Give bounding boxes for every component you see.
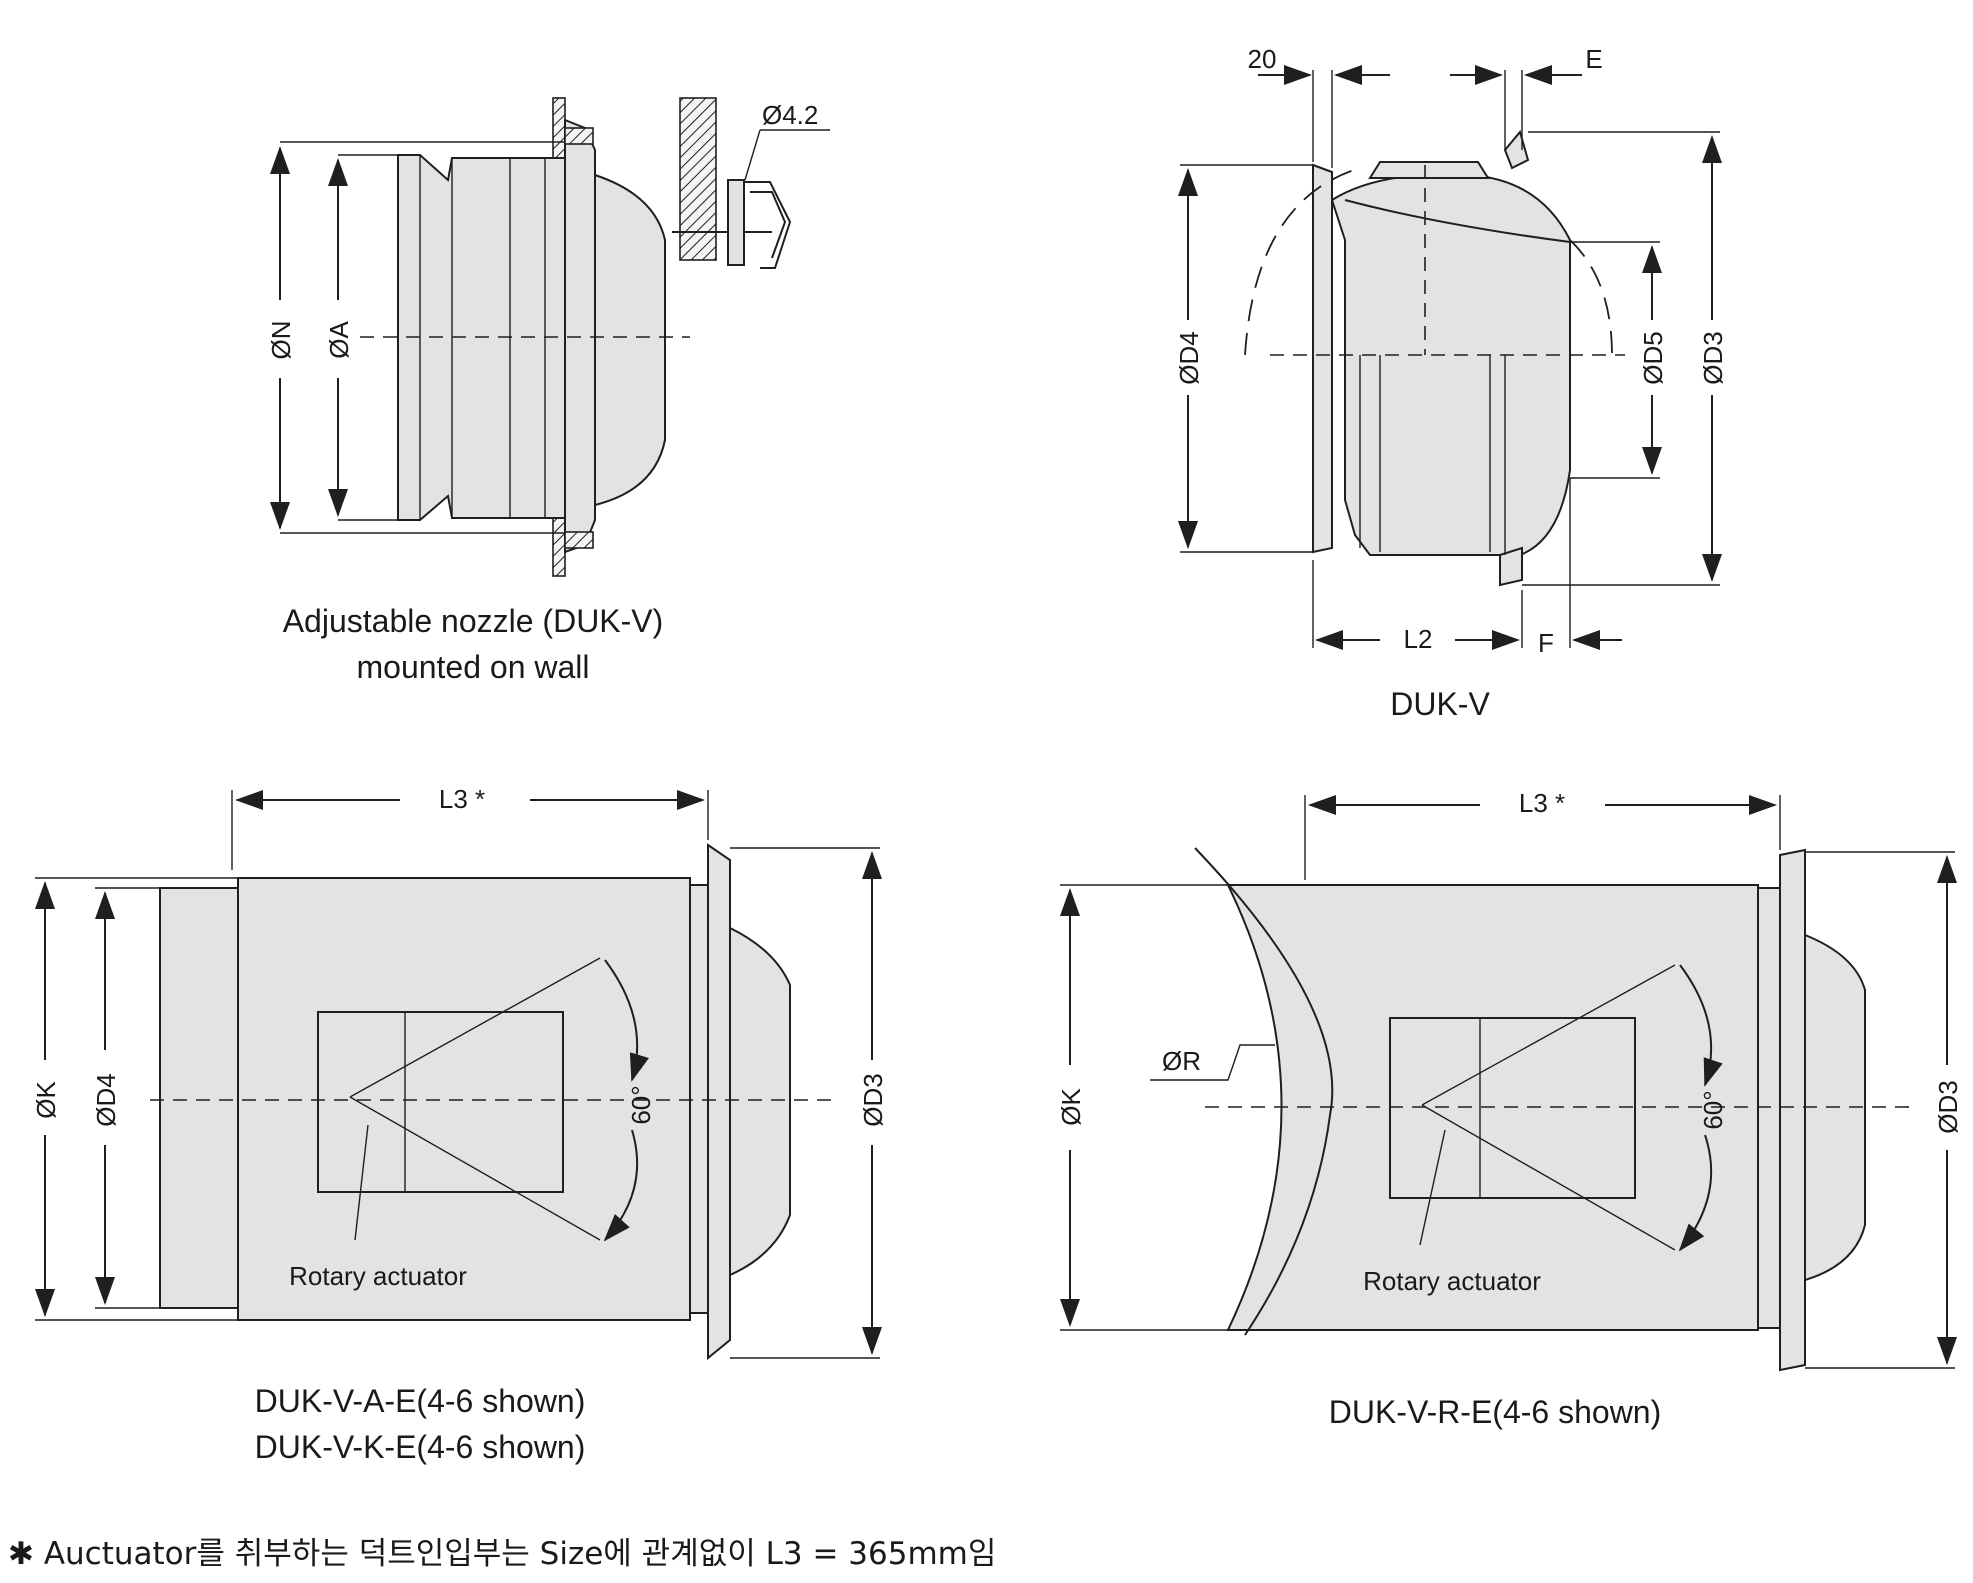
re-dim-D3: ØD3 (1933, 1080, 1963, 1133)
bolt-detail-wall (679, 97, 717, 261)
dukv-body (1330, 173, 1571, 556)
re-dim-K: ØK (1056, 1088, 1086, 1126)
dim-bolt: Ø4.2 (762, 100, 818, 130)
dim-F: F (1538, 628, 1554, 658)
dim-D5: ØD5 (1638, 331, 1668, 384)
dim-L2: L2 (1404, 624, 1433, 654)
caption-dukv: DUK-V (1390, 686, 1490, 722)
ae-actuator-label: Rotary actuator (289, 1261, 467, 1291)
dim-A: ØA (324, 321, 354, 359)
caption-ae-line2: DUK-V-K-E(4-6 shown) (255, 1429, 586, 1465)
nozzle-flange (564, 118, 596, 554)
re-flange (1779, 848, 1806, 1372)
footnote: ✱ Auctuator를 취부하는 덕트인입부는 Size에 관계없이 L3 =… (8, 1536, 997, 1572)
ae-rotary-actuator (317, 1011, 564, 1193)
re-dim-L3: L3 * (1519, 788, 1565, 818)
caption-wall-line1: Adjustable nozzle (DUK-V) (283, 603, 664, 639)
ae-dim-D3: ØD3 (858, 1073, 888, 1126)
ae-flange (707, 843, 731, 1361)
ae-dome (729, 926, 791, 1277)
view-duk-v-r-e: 60° Rotary actuator ØR L3 * ØK ØD3 DUK-V… (1056, 788, 1963, 1430)
dukv-front-flange (1312, 163, 1333, 554)
nozzle-dome (594, 173, 666, 507)
re-rotary-actuator (1389, 1017, 1636, 1199)
dim-D4: ØD4 (1174, 331, 1204, 384)
caption-wall-line2: mounted on wall (356, 649, 589, 685)
dim-E: E (1585, 44, 1602, 74)
dim-N: ØN (266, 321, 296, 360)
view-duk-v-a-e: 60° Rotary actuator L3 * ØK ØD4 ØD3 DUK-… (31, 784, 888, 1465)
re-dim-R: ØR (1162, 1046, 1201, 1076)
dim-20: 20 (1248, 44, 1277, 74)
dim-D3-dukv: ØD3 (1698, 331, 1728, 384)
view-wall-mounted: ØN ØA Ø4.2 Adjustable nozzle (DUK-V) mou… (266, 97, 830, 685)
ae-angle: 60° (626, 1085, 656, 1124)
ae-dim-L3: L3 * (439, 784, 485, 814)
ae-dim-K: ØK (31, 1081, 61, 1119)
re-actuator-label: Rotary actuator (1363, 1266, 1541, 1296)
caption-re: DUK-V-R-E(4-6 shown) (1329, 1394, 1662, 1430)
ae-dim-D4: ØD4 (91, 1073, 121, 1126)
re-angle: 60° (1698, 1090, 1728, 1129)
view-duk-v: 20 E ØD4 ØD5 ØD3 L2 F DUK-V (1174, 44, 1728, 722)
caption-ae-line1: DUK-V-A-E(4-6 shown) (255, 1383, 586, 1419)
